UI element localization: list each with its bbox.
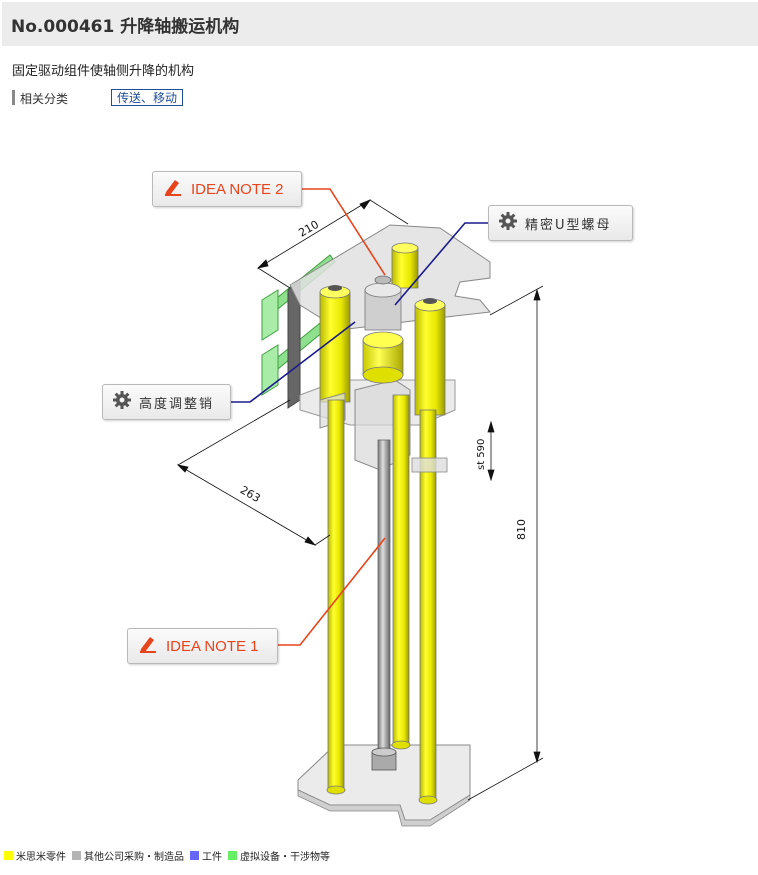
precision-u-nut-label: 精密U型螺母 — [525, 217, 612, 233]
lift-shaft-left — [326, 399, 346, 795]
dim-810-label: 810 — [515, 519, 528, 540]
dimension-263 — [176, 399, 331, 546]
page-title: No.000461 升降轴搬运机构 — [11, 17, 240, 37]
precision-u-nut-assembly — [362, 275, 404, 384]
category-label: 相关分类 — [20, 92, 69, 106]
title-bar — [2, 2, 758, 46]
dimension-st590 — [487, 420, 495, 482]
linear-bushing-back — [391, 242, 419, 289]
leader-height-pin — [231, 321, 356, 403]
height-adjust-pin-label: 高度调整销 — [139, 396, 215, 412]
gear-icon — [113, 391, 131, 413]
dim-st590-label: st 590 — [476, 439, 487, 470]
legend-swatch — [72, 851, 81, 860]
dimension-210 — [256, 199, 409, 289]
leader-precision-nut — [394, 222, 488, 306]
leader-idea-note-1 — [278, 537, 386, 646]
linear-bushing-left — [319, 285, 351, 403]
legend-swatch — [190, 851, 199, 860]
legend-item-other-company: 其他公司采购・制造品 — [72, 848, 184, 863]
legend-item-virtual-equipment: 虚拟设备・干涉物等 — [228, 848, 330, 863]
gear-icon — [499, 212, 517, 234]
legend-item-misumi: 米思米零件 — [4, 848, 66, 863]
leader-idea-note-2 — [302, 188, 386, 276]
color-legend: 米思米零件 其他公司采购・制造品 工件 虚拟设备・干涉物等 — [4, 848, 336, 863]
legend-swatch — [228, 851, 237, 860]
height-adjust-pin-button[interactable]: 高度调整销 — [102, 384, 231, 420]
pencil-icon — [138, 635, 158, 657]
idea-note-1-label: IDEA NOTE 1 — [166, 637, 259, 655]
page-description: 固定驱动组件使轴侧升降的机构 — [12, 64, 195, 79]
lift-shaft-middle — [391, 394, 411, 750]
precision-u-nut-button[interactable]: 精密U型螺母 — [488, 205, 633, 241]
legend-item-workpiece: 工件 — [190, 848, 222, 863]
ball-screw-shaft — [377, 439, 391, 761]
linear-bushing-right — [414, 298, 446, 416]
dim-210-label: 210 — [296, 218, 321, 240]
legend-swatch — [4, 851, 13, 860]
category-marker — [12, 90, 15, 105]
side-pin — [411, 457, 448, 473]
idea-note-2-button[interactable]: IDEA NOTE 2 — [152, 171, 302, 207]
idea-note-1-button[interactable]: IDEA NOTE 1 — [127, 628, 278, 664]
pencil-icon — [163, 178, 183, 200]
dimension-810 — [467, 285, 544, 801]
idea-note-2-label: IDEA NOTE 2 — [191, 180, 284, 198]
lift-shaft-right — [418, 409, 438, 805]
category-tag-link[interactable]: 传送、移动 — [111, 89, 184, 106]
shaft-coupling — [371, 747, 397, 771]
